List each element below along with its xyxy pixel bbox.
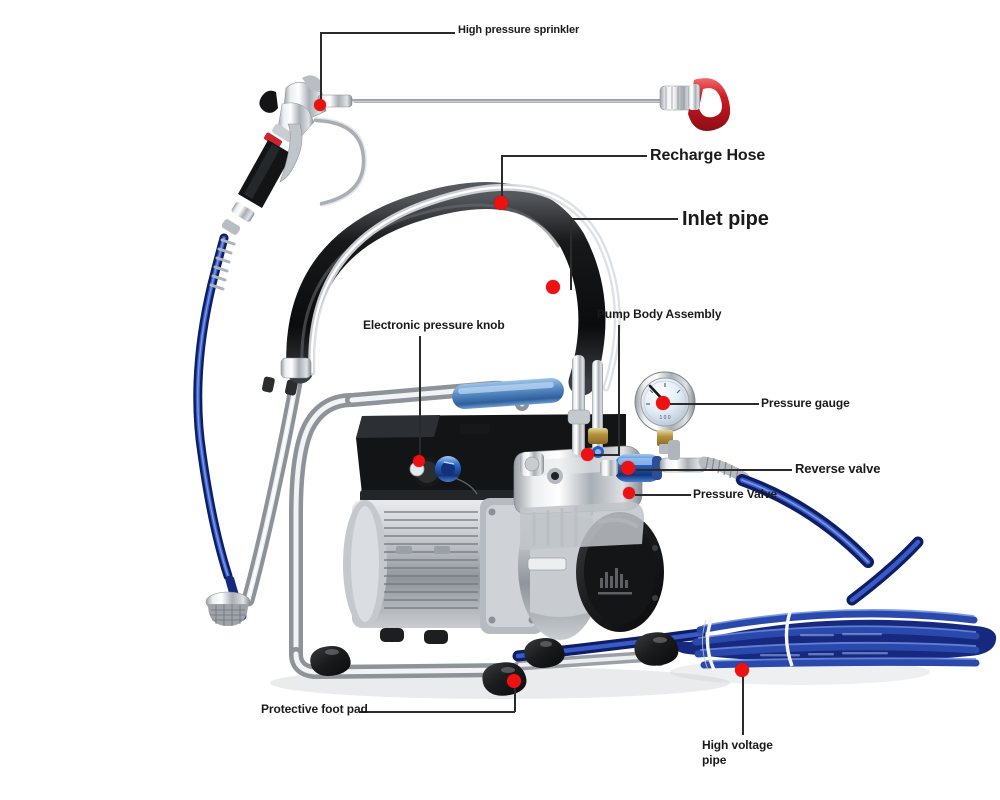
marker-reverse-valve[interactable] xyxy=(621,461,635,475)
marker-electronic-pressure-knob[interactable] xyxy=(413,455,425,467)
label-electronic-pressure-knob: Electronic pressure knob xyxy=(363,318,505,332)
pressure-gauge: 1 0 0 xyxy=(634,371,696,454)
label-pressure-valve: Pressure Valve xyxy=(693,487,778,501)
leader-pressure-valve xyxy=(635,494,691,496)
high-pressure-hose-run xyxy=(512,474,874,662)
leader-inlet-pipe xyxy=(570,218,678,220)
svg-text:1 0 0: 1 0 0 xyxy=(659,415,670,421)
leader-recharge-hose-v xyxy=(501,155,503,204)
black-suction-hose xyxy=(280,181,621,536)
label-inlet-pipe: Inlet pipe xyxy=(682,208,769,230)
leader-high-pressure-sprinkler-v xyxy=(320,32,322,105)
leader-recharge-hose xyxy=(501,155,647,157)
label-pressure-gauge: Pressure gauge xyxy=(761,396,850,410)
leader-protective-foot-pad xyxy=(360,711,515,713)
blue-return-tube xyxy=(193,233,247,621)
label-reverse-valve: Reverse valve xyxy=(795,461,881,476)
red-tip-guard xyxy=(688,78,731,131)
marker-pressure-valve[interactable] xyxy=(623,487,635,499)
leader-pump-body-assembly xyxy=(618,325,620,455)
leader-inlet-pipe-v xyxy=(570,218,572,290)
marker-high-voltage-pipe[interactable] xyxy=(735,663,749,677)
leader-protective-foot-pad-v xyxy=(514,686,516,712)
label-pump-body-assembly: Pump Body Assembly xyxy=(597,307,722,321)
spray-gun xyxy=(221,75,367,235)
marker-protective-foot-pad[interactable] xyxy=(507,674,521,688)
pressure-knob xyxy=(435,456,461,482)
label-high-voltage-pipe: High voltage pipe xyxy=(702,738,773,767)
leader-pump-body-assembly-h xyxy=(588,454,620,456)
leader-pressure-gauge xyxy=(670,403,759,405)
leader-reverse-valve xyxy=(636,469,792,471)
label-protective-foot-pad: Protective foot pad xyxy=(261,702,368,716)
label-high-pressure-sprinkler: High pressure sprinkler xyxy=(458,24,580,36)
coiled-hose xyxy=(673,536,997,671)
foam-grip xyxy=(452,377,564,410)
marker-recharge-hose[interactable] xyxy=(494,196,508,210)
marker-high-pressure-sprinkler[interactable] xyxy=(314,99,326,111)
marker-inlet-pipe[interactable] xyxy=(546,280,560,294)
label-recharge-hose: Recharge Hose xyxy=(650,147,766,164)
leader-electronic-pressure-knob xyxy=(419,336,421,462)
leader-high-pressure-sprinkler xyxy=(320,32,455,34)
outlet-fitting xyxy=(659,440,750,484)
marker-pressure-gauge[interactable] xyxy=(656,396,670,410)
extension-wand xyxy=(352,85,697,111)
leader-high-voltage-pipe xyxy=(742,670,744,735)
marker-pump-body-assembly[interactable] xyxy=(581,448,594,461)
